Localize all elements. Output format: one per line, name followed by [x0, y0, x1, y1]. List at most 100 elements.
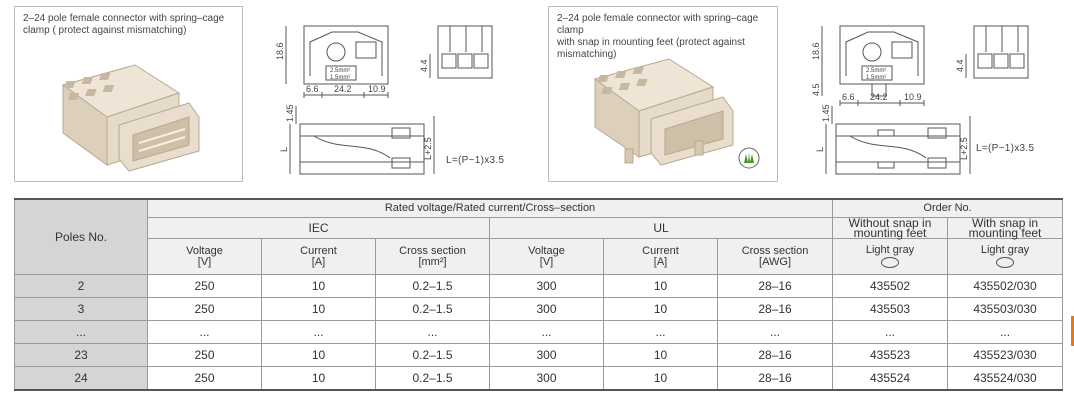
col-unit: [A] [653, 255, 668, 268]
col-name: Voltage [528, 244, 565, 257]
connector-photo-2 [593, 58, 734, 166]
cell-order-no: 435523/030 [947, 343, 1064, 367]
product-photo-panel-1: 2–24 pole female connector with spring–c… [14, 6, 243, 182]
specification-table: Poles No. Rated voltage/Rated current/Cr… [14, 198, 1064, 391]
cell: ... [716, 320, 834, 344]
col-name: Current [642, 244, 679, 257]
wire-tag-b: 1.5mm² [330, 75, 350, 81]
dim-snap: 4.5 [811, 83, 821, 96]
col-color-with-snap: Light gray [947, 238, 1064, 275]
cell: ... [489, 320, 604, 344]
cell: 0.2–1.5 [375, 343, 490, 367]
cell-poles: 3 [14, 297, 148, 321]
length-formula-2: L=(P−1)x3.5 [976, 143, 1035, 154]
cell-order-no: 435523 [832, 343, 949, 367]
ul-header: UL [488, 217, 834, 239]
order-header: Order No. [832, 198, 1064, 218]
cell: 250 [147, 274, 262, 298]
cell-order-no: 435502 [832, 274, 949, 298]
light-gray-swatch-icon [996, 257, 1015, 268]
col-unit: [V] [539, 255, 554, 268]
table-row: ... ... ... ... ... ... ... ... ... [14, 320, 1064, 344]
dim-side: 4.4 [419, 59, 429, 72]
cell: ... [375, 320, 490, 344]
col-unit: [V] [197, 255, 212, 268]
dim-top: 1.45 [821, 104, 831, 122]
product-title-1: 2–24 pole female connector with spring–c… [23, 13, 225, 36]
col-name: Voltage [186, 244, 223, 257]
cell: 0.2–1.5 [375, 366, 490, 391]
col-ul-current: Current[A] [603, 238, 718, 275]
table-row: 23 250 10 0.2–1.5 300 10 28–16 435523 43… [14, 343, 1064, 367]
cell: 28–16 [716, 343, 834, 367]
wire-tag-a: 2.5mm² [866, 68, 886, 74]
technical-drawing-2: 18.6 4.5 6.6 24.2 10.9 4.4 1.45 L L+2.5 … [811, 25, 1029, 175]
cell: 0.2–1.5 [375, 297, 490, 321]
col-ul-voltage: Voltage[V] [489, 238, 604, 275]
dim-top: 1.45 [285, 104, 295, 122]
cell: 10 [261, 343, 376, 367]
with-snap-header: With snap in mounting feet [947, 217, 1064, 239]
cell-order-no: 435502/030 [947, 274, 1064, 298]
cell-order-no: 435503/030 [947, 297, 1064, 321]
dim-left: 6.6 [306, 84, 319, 94]
cell-poles: 24 [14, 366, 148, 391]
cell: ... [603, 320, 718, 344]
dim-length: L [815, 147, 825, 152]
length-formula-1: L=(P−1)x3.5 [446, 155, 505, 166]
color-label: Light gray [980, 244, 1030, 256]
cell: 28–16 [716, 274, 834, 298]
dim-length-plus: L+2.5 [423, 137, 433, 160]
cell: 10 [603, 297, 718, 321]
dim-side: 4.4 [955, 59, 965, 72]
dim-mid: 24.2 [870, 92, 888, 102]
col-name: Current [300, 244, 337, 257]
col-unit: [AWG] [759, 255, 791, 268]
cell: 300 [489, 297, 604, 321]
col-unit: [mm²] [418, 255, 447, 268]
poles-header: Poles No. [14, 198, 148, 275]
page-edge-marker [1071, 316, 1074, 346]
col-unit: [A] [311, 255, 326, 268]
col-iec-voltage: Voltage[V] [147, 238, 262, 275]
dim-length: L [279, 147, 289, 152]
cell: 28–16 [716, 366, 834, 391]
dim-right: 10.9 [904, 92, 922, 102]
cell: 300 [489, 274, 604, 298]
wire-tag-a: 2.5mm² [330, 68, 350, 74]
cell: 250 [147, 343, 262, 367]
dim-height: 18.6 [811, 42, 821, 60]
cell-poles: 2 [14, 274, 148, 298]
cell: 0.2–1.5 [375, 274, 490, 298]
product-photo-panel-2: 2–24 pole female connector with spring–c… [548, 6, 778, 182]
cell: 10 [261, 366, 376, 391]
cell: 10 [603, 274, 718, 298]
cell: 10 [603, 366, 718, 391]
product-title-2: 2–24 pole female connector with spring–c… [557, 13, 759, 60]
connector-photo-1 [61, 64, 200, 172]
cell-order-no: 435524/030 [947, 366, 1064, 391]
technical-drawing-1: 18.6 6.6 24.2 10.9 4.4 1.45 L L+2.5 2.5m… [275, 25, 493, 175]
col-iec-cross-section: Cross section[mm²] [375, 238, 490, 275]
cell-order-no: ... [832, 320, 949, 344]
col-name: Cross section [399, 244, 466, 257]
cell-order-no: 435503 [832, 297, 949, 321]
cell: ... [147, 320, 262, 344]
wire-tag-b: 1.5mm² [866, 75, 886, 81]
dim-right: 10.9 [368, 84, 386, 94]
col-name: Cross section [741, 244, 809, 257]
cell: 10 [261, 274, 376, 298]
without-snap-header: Without snap in mounting feet [832, 217, 949, 239]
iec-header: IEC [147, 217, 490, 239]
cell: 10 [603, 343, 718, 367]
cell: 10 [261, 297, 376, 321]
dim-left: 6.6 [842, 92, 855, 102]
dim-mid: 24.2 [334, 84, 352, 94]
cell: ... [261, 320, 376, 344]
dim-length-plus: L+2.5 [959, 137, 969, 160]
cell-order-no: 435524 [832, 366, 949, 391]
cell-poles: 23 [14, 343, 148, 367]
cell: 300 [489, 343, 604, 367]
table-row: 3 250 10 0.2–1.5 300 10 28–16 435503 435… [14, 297, 1064, 321]
col-color-without-snap: Light gray [832, 238, 949, 275]
